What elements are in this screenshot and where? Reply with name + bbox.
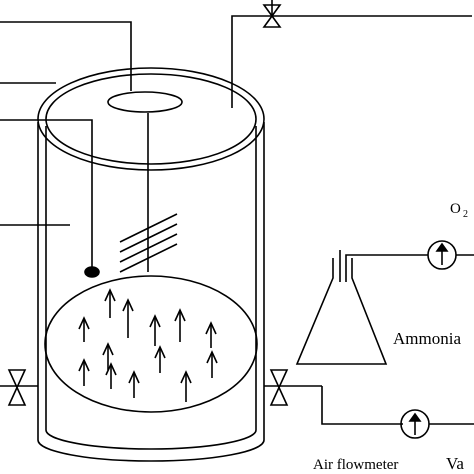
bubble-arrow-head bbox=[102, 342, 114, 356]
stirrer-blade bbox=[119, 213, 178, 243]
sensor-probe bbox=[0, 119, 100, 278]
bubble-arrow-head bbox=[180, 370, 192, 384]
reactor-outer-wall bbox=[37, 122, 265, 462]
air-flowmeter-arrow-head bbox=[408, 412, 422, 422]
air-flowmeter-line bbox=[264, 369, 474, 439]
flask-outlet-tube bbox=[345, 254, 428, 282]
gas-diffuser-plate bbox=[44, 275, 258, 413]
right-valve-icon bbox=[269, 369, 289, 406]
stirrer-blade bbox=[119, 223, 178, 253]
reactor-vessel bbox=[37, 67, 265, 462]
left-valve-line bbox=[0, 369, 38, 406]
bubble-arrow-head bbox=[174, 308, 186, 322]
top-valve-icon bbox=[262, 4, 282, 28]
reactor-top-lid-outer bbox=[37, 67, 265, 171]
o2-subscript: 2 bbox=[463, 209, 468, 220]
stirrer-blade bbox=[119, 233, 178, 263]
air-bubbles bbox=[78, 288, 218, 402]
stirrer bbox=[119, 113, 178, 273]
shaft-drive-line bbox=[0, 21, 132, 91]
probe-wire bbox=[0, 119, 93, 268]
bubble-arrow-head bbox=[154, 345, 166, 359]
ammonia-flask bbox=[295, 240, 474, 365]
left-connections bbox=[0, 21, 132, 226]
probe-tip bbox=[84, 266, 100, 278]
flowmeter-pipe bbox=[321, 386, 403, 425]
gas-outlet-pipe bbox=[231, 15, 472, 108]
bubble-arrow-head bbox=[128, 370, 140, 384]
bubble-arrow-head bbox=[78, 358, 90, 372]
bubble-arrow-head bbox=[122, 298, 134, 312]
bubble-arrow-head bbox=[78, 316, 90, 330]
air-flowmeter-label: Air flowmeter bbox=[313, 457, 398, 473]
o2-meter-arrow-head bbox=[435, 242, 449, 252]
bubble-arrow-head bbox=[149, 314, 161, 328]
labels: O 2 Ammonia Air flowmeter Va bbox=[313, 201, 468, 473]
ammonia-label: Ammonia bbox=[393, 329, 461, 348]
flask-body bbox=[295, 258, 388, 365]
reactor-top-lid-inner bbox=[45, 73, 257, 165]
o2-label: O bbox=[450, 201, 461, 217]
left-valve-icon bbox=[7, 369, 27, 406]
bubble-arrow-head bbox=[205, 321, 217, 335]
stirrer-port bbox=[107, 91, 183, 113]
bubble-arrow-head bbox=[104, 288, 116, 302]
reactor-inner-wall bbox=[45, 126, 257, 450]
stirrer-blade bbox=[119, 243, 178, 273]
bubble-arrow-head bbox=[206, 350, 218, 364]
bubble-arrow-head bbox=[105, 362, 117, 376]
va-label: Va bbox=[446, 454, 464, 473]
gas-outlet-line bbox=[231, 0, 472, 108]
